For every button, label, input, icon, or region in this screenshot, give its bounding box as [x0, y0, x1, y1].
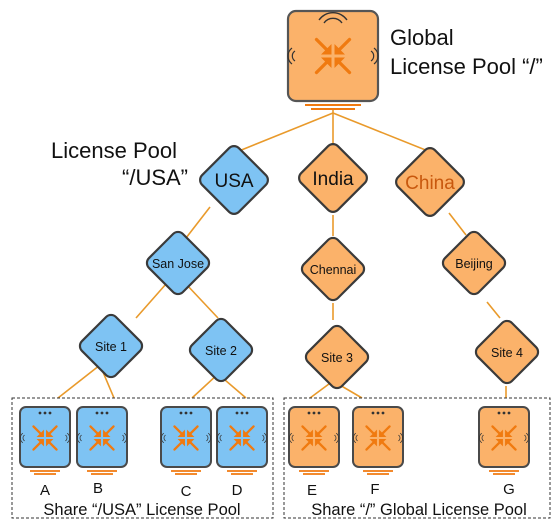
ap-label-e: E	[307, 482, 317, 499]
access-point-icon-b	[76, 406, 128, 475]
global-pool-label-line2: License Pool “/”	[390, 54, 543, 79]
ap-label-a: A	[40, 482, 50, 499]
ap-label-f: F	[370, 481, 379, 498]
node-usa: USA	[199, 145, 269, 215]
node-site1: Site 1	[78, 313, 144, 379]
global-share-group-box	[283, 397, 551, 519]
ap-label-g: G	[503, 481, 515, 498]
node-site4-label: Site 4	[491, 346, 523, 360]
node-site2-label: Site 2	[205, 344, 237, 358]
usa-share-group-box	[11, 397, 274, 519]
node-san-jose-label: San Jose	[152, 257, 204, 271]
node-chennai: Chennai	[300, 236, 366, 302]
node-site2: Site 2	[188, 317, 254, 383]
node-site3-label: Site 3	[321, 351, 353, 365]
global-pool-label-line1: Global	[390, 25, 454, 50]
access-point-icon-e	[288, 406, 340, 475]
node-site1-label: Site 1	[95, 340, 127, 354]
ap-label-d: D	[232, 482, 243, 499]
access-point-icon-c	[160, 406, 212, 475]
global-controller-icon	[286, 9, 380, 110]
node-site3: Site 3	[304, 324, 370, 390]
node-india: India	[298, 143, 368, 213]
access-point-icon-a	[19, 406, 71, 475]
usa-share-label: Share “/USA” License Pool	[43, 501, 240, 519]
access-point-icon-d	[216, 406, 268, 475]
access-point-icon-f	[352, 406, 404, 475]
node-beijing-label: Beijing	[455, 257, 493, 271]
access-points	[19, 406, 530, 475]
node-china: China	[395, 147, 465, 217]
node-chennai-label: Chennai	[310, 263, 357, 277]
node-india-label: India	[312, 169, 354, 190]
access-point-icon-g	[478, 406, 530, 475]
node-beijing: Beijing	[441, 230, 507, 296]
node-site4: Site 4	[474, 319, 540, 385]
usa-pool-label-line1: License Pool	[51, 138, 177, 163]
usa-pool-label-line2: “/USA”	[122, 165, 188, 190]
ap-label-b: B	[93, 480, 103, 497]
node-usa-label: USA	[214, 171, 253, 192]
tree-connectors	[57, 109, 507, 399]
global-share-label: Share “/” Global License Pool	[311, 501, 527, 519]
node-san-jose: San Jose	[145, 230, 211, 296]
ap-label-c: C	[181, 483, 192, 500]
node-china-label: China	[405, 173, 455, 194]
